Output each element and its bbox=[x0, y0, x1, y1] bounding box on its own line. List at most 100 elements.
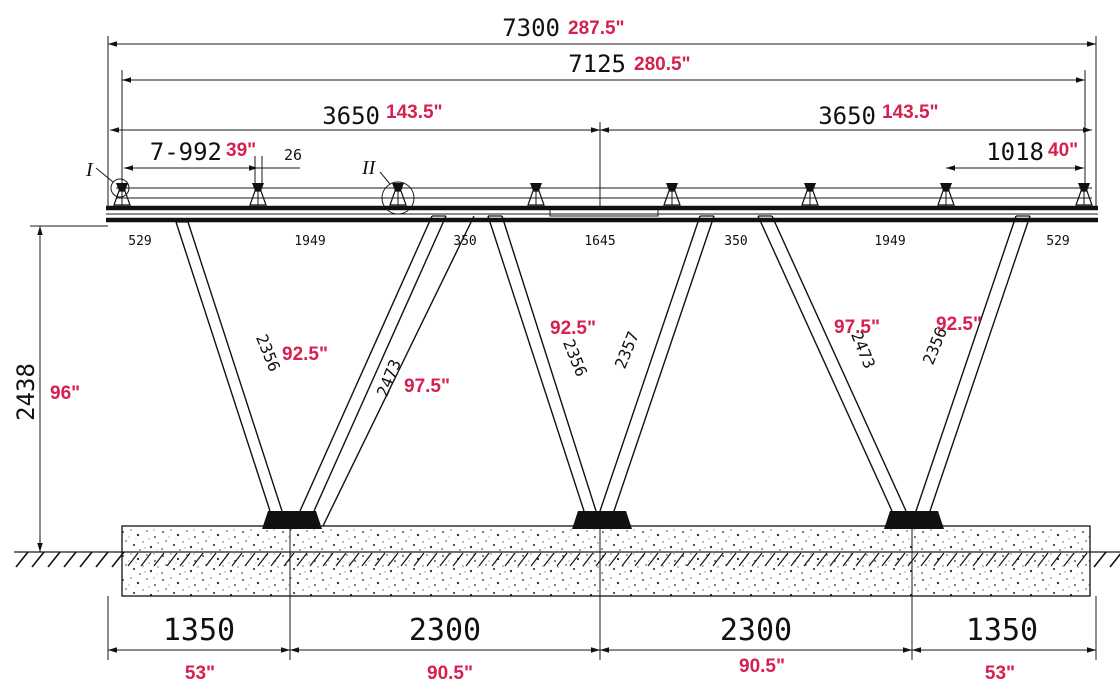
ground-hatch bbox=[348, 552, 360, 567]
ground-hatch bbox=[283, 552, 295, 567]
ground-hatch bbox=[270, 552, 282, 567]
beam-segment-1: 529 bbox=[128, 234, 151, 249]
ground-hatch bbox=[907, 552, 919, 567]
dimension-foundation-spacing: 1350 53" 2300 90.5" 2300 90.5" 1350 53" bbox=[107, 596, 1097, 683]
ground-hatch bbox=[803, 552, 815, 567]
ground-hatch bbox=[595, 552, 607, 567]
ground-hatch bbox=[31, 551, 45, 568]
half-right-mm: 3650 bbox=[818, 102, 876, 130]
ground-hatch bbox=[309, 552, 321, 567]
ground-hatch bbox=[673, 552, 685, 567]
strut-5-in: 97.5" bbox=[834, 317, 880, 338]
ground-hatch bbox=[920, 552, 932, 567]
footing-pads bbox=[262, 511, 944, 529]
ground-hatch bbox=[79, 551, 93, 568]
strut-3-in: 92.5" bbox=[550, 318, 596, 339]
ground-hatch bbox=[1011, 552, 1023, 567]
ground-hatch bbox=[439, 552, 451, 567]
height-mm: 2438 bbox=[12, 363, 40, 421]
rail-clamp bbox=[937, 183, 955, 206]
strut-line bbox=[487, 215, 585, 512]
ground-hatch bbox=[374, 552, 386, 567]
ground-hatch bbox=[738, 552, 750, 567]
rail-clamp bbox=[389, 183, 407, 206]
strut-line bbox=[175, 221, 271, 512]
strut-3-mm: 2356 bbox=[559, 337, 591, 380]
ground-hatch bbox=[465, 552, 477, 567]
detail-1-label: I bbox=[85, 159, 94, 181]
ground-hatch bbox=[1024, 552, 1036, 567]
ground-hatch bbox=[387, 552, 399, 567]
rail-span-in: 280.5" bbox=[634, 54, 691, 75]
ground-line bbox=[14, 551, 1120, 568]
strut-line bbox=[613, 215, 715, 512]
ground-hatch bbox=[777, 552, 789, 567]
ground-hatch bbox=[959, 552, 971, 567]
height-in: 96" bbox=[50, 383, 80, 404]
strut-1-mm: 2356 bbox=[252, 332, 284, 375]
foundation-span-2-in: 90.5" bbox=[427, 663, 473, 683]
detail-2-label: II bbox=[361, 157, 377, 179]
ground-hatch bbox=[972, 552, 984, 567]
ground-hatch bbox=[491, 552, 503, 567]
ground-hatch bbox=[868, 552, 880, 567]
foundation-span-3-in: 90.5" bbox=[739, 656, 785, 677]
ground-hatch bbox=[1109, 553, 1120, 568]
ground-hatch bbox=[647, 552, 659, 567]
end-spacing-mm: 1018 bbox=[986, 138, 1044, 166]
half-left-mm: 3650 bbox=[322, 102, 380, 130]
rail-clamp bbox=[801, 183, 819, 206]
foundation-span-1-mm: 1350 bbox=[163, 613, 235, 648]
strut-labels: 2356 92.5" 2473 97.5" 2356 92.5" 2357 24… bbox=[252, 314, 982, 399]
ground-hatch bbox=[1050, 552, 1062, 567]
ground-hatch bbox=[218, 552, 230, 567]
rail-clamp bbox=[527, 183, 545, 206]
strut-line bbox=[599, 215, 701, 512]
ground-hatch bbox=[660, 552, 672, 567]
ground-hatch bbox=[140, 552, 152, 567]
strut-line bbox=[915, 215, 1017, 512]
ground-hatch bbox=[699, 552, 711, 567]
beam-segment-5: 350 bbox=[724, 234, 747, 249]
strut-1-in: 92.5" bbox=[282, 344, 328, 365]
rail-clamp bbox=[113, 183, 131, 206]
beam-segment-2: 1949 bbox=[294, 234, 325, 249]
strut-line bbox=[313, 215, 447, 512]
ground-hatch bbox=[790, 552, 802, 567]
strut-line bbox=[757, 215, 893, 512]
ground-hatch bbox=[127, 552, 139, 567]
dimension-halves: 3650 143.5" 3650 143.5" bbox=[110, 102, 1092, 206]
ground-hatch bbox=[95, 551, 109, 568]
ground-hatch bbox=[1037, 552, 1049, 567]
strut-line bbox=[187, 221, 283, 512]
ground-hatch bbox=[361, 552, 373, 567]
ground-hatch bbox=[179, 552, 191, 567]
ground-hatch bbox=[985, 552, 997, 567]
foundation-span-2-mm: 2300 bbox=[409, 613, 481, 648]
dimension-height: 2438 96" bbox=[12, 225, 124, 553]
overall-mm: 7300 bbox=[502, 14, 560, 42]
strut-line bbox=[929, 215, 1031, 512]
ground-hatch bbox=[335, 552, 347, 567]
ground-hatch bbox=[15, 551, 29, 568]
strut-line bbox=[299, 215, 433, 512]
ground-hatch bbox=[322, 552, 334, 567]
main-beam bbox=[100, 205, 1098, 227]
rail-clamp bbox=[249, 183, 267, 206]
strut-2-in: 97.5" bbox=[404, 376, 450, 397]
half-right-in: 143.5" bbox=[882, 102, 939, 123]
beam-segment-4: 1645 bbox=[584, 234, 615, 249]
ground-hatch bbox=[764, 552, 776, 567]
rail-spacing-mm: 7-992 bbox=[150, 138, 222, 166]
half-left-in: 143.5" bbox=[386, 102, 443, 123]
ground-hatch bbox=[452, 552, 464, 567]
dimension-rail-spacing: 7-992 39" 26 bbox=[124, 138, 302, 184]
strut-line bbox=[501, 215, 597, 512]
ground-hatch bbox=[413, 552, 425, 567]
dimension-rail-span: 7125 280.5" bbox=[121, 50, 1086, 190]
rail-span-mm: 7125 bbox=[568, 50, 626, 78]
ground-hatch bbox=[621, 552, 633, 567]
ground-hatch bbox=[686, 552, 698, 567]
ground-hatch bbox=[894, 552, 906, 567]
